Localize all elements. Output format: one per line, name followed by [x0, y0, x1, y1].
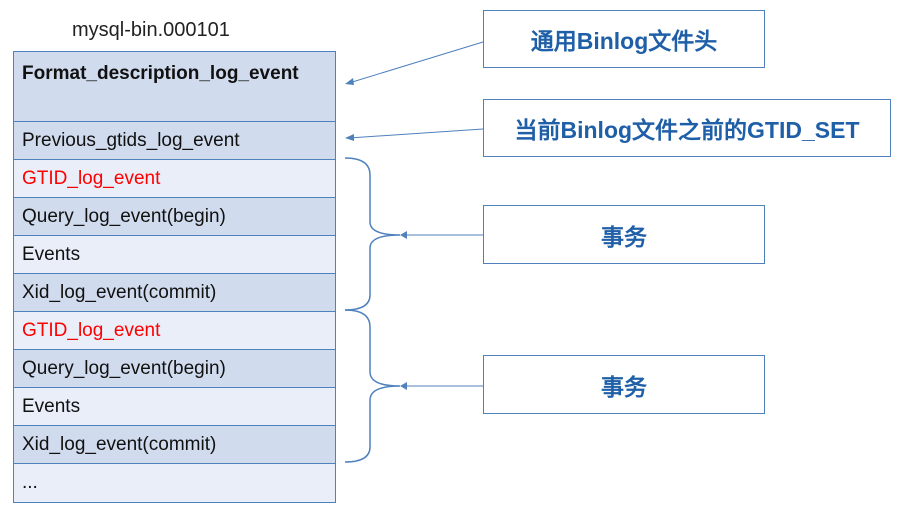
brace-transaction-1	[344, 157, 401, 311]
arrowhead-header	[345, 78, 354, 85]
event-row-events: Events	[14, 236, 335, 274]
event-row-gtid: GTID_log_event	[14, 312, 335, 350]
event-row-gtid: GTID_log_event	[14, 160, 335, 198]
event-row-events: Events	[14, 388, 335, 426]
event-row-ellipsis: ...	[14, 464, 335, 502]
brace-transaction-2	[344, 309, 401, 463]
event-row-previous-gtids: Previous_gtids_log_event	[14, 122, 335, 160]
callout-transaction-2: 事务	[483, 355, 765, 414]
binlog-event-stack: Format_description_log_event Previous_gt…	[13, 51, 336, 503]
event-row-format-description: Format_description_log_event	[14, 52, 335, 122]
callout-file-header: 通用Binlog文件头	[483, 10, 765, 68]
arrowhead-transaction-1	[400, 231, 407, 239]
event-row-xid-commit: Xid_log_event(commit)	[14, 426, 335, 464]
event-row-query-begin: Query_log_event(begin)	[14, 198, 335, 236]
callout-gtid-set: 当前Binlog文件之前的GTID_SET	[483, 99, 891, 157]
arrowhead-gtid-set	[345, 134, 354, 141]
arrowhead-transaction-2	[400, 382, 407, 390]
binlog-file-name: mysql-bin.000101	[72, 19, 230, 41]
arrow-gtid-set	[348, 128, 484, 139]
arrow-header	[348, 41, 484, 84]
event-row-xid-commit: Xid_log_event(commit)	[14, 274, 335, 312]
callout-transaction-1: 事务	[483, 205, 765, 264]
event-row-query-begin: Query_log_event(begin)	[14, 350, 335, 388]
